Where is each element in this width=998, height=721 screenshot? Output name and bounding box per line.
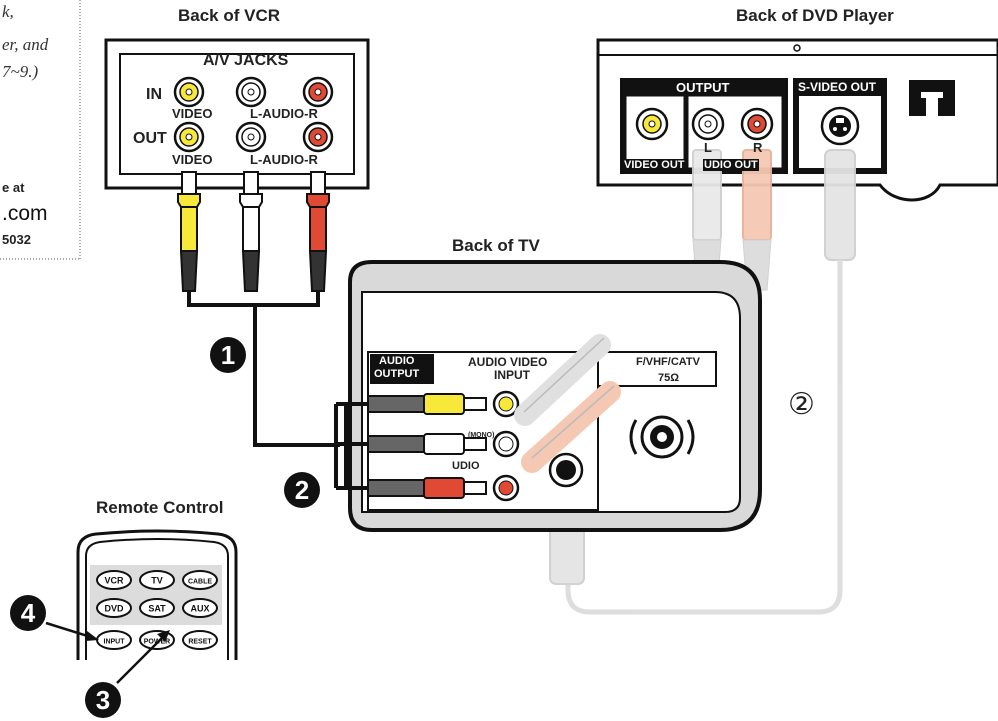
vcr-video-out-label: VIDEO (172, 152, 213, 167)
vcr-red-plug (306, 171, 330, 292)
tv-audio-label: UDIO (452, 460, 480, 472)
remote-cable-button[interactable]: CABLE (182, 570, 218, 590)
sidebar-online-prefix: e at (2, 180, 25, 195)
tv-audio-r-in-jack[interactable] (492, 474, 520, 502)
step-1-badge: 1 (210, 337, 246, 373)
vcr-audio-r-out-jack[interactable] (302, 121, 334, 153)
tv-rf-label-2: 75Ω (658, 372, 680, 384)
dvd-svideo-out-label: S-VIDEO OUT (798, 80, 877, 94)
remote-button-label: INPUT (104, 639, 126, 646)
dvd-svideo-jack[interactable] (820, 106, 860, 146)
dvd-back-panel (596, 38, 998, 202)
remote-button-label: AUX (190, 604, 209, 614)
dvd-left-label: L (704, 140, 712, 155)
remote-button-label: DVD (104, 604, 124, 614)
tv-mono-label: (MONO) (468, 432, 495, 439)
step-4-number: 4 (21, 598, 36, 628)
vcr-white-plug (239, 171, 263, 292)
vcr-video-in-label: VIDEO (172, 106, 213, 121)
tv-yellow-plug (367, 393, 487, 415)
vcr-yellow-plug (177, 171, 201, 292)
vcr-audio-out-label: L-AUDIO-R (250, 152, 318, 167)
dvd-video-out-label: VIDEO OUT (623, 159, 686, 171)
step-4-badge: 4 (10, 595, 46, 631)
step-2-number: 2 (295, 475, 309, 505)
tv-rf-label-1: F/VHF/CATV (636, 356, 700, 368)
heading-vcr: Back of VCR (178, 6, 281, 25)
dvd-output-label: OUTPUT (676, 80, 730, 95)
tv-audio-l-in-jack[interactable] (492, 430, 520, 458)
remote-button-grid: VCR TV CABLE DVD SAT AUX INPUT POWER RESET (96, 570, 218, 650)
dvd-audio-out-label: UDIO OUT (703, 159, 759, 171)
heading-dvd: Back of DVD Player (736, 6, 894, 25)
remote-tv-button[interactable]: TV (139, 570, 175, 590)
step-option-2-symbol: ② (788, 388, 815, 421)
step-1-number: 1 (221, 340, 235, 370)
tv-av-input-label-2: INPUT (494, 368, 530, 382)
remote-aux-button[interactable]: AUX (182, 598, 218, 618)
tv-svideo-in-jack[interactable] (548, 452, 584, 488)
vcr-video-in-jack[interactable] (173, 76, 205, 108)
tv-audio-output-label-1: AUDIO (379, 355, 415, 367)
step-arrows (45, 621, 170, 684)
tv-audio-output-label-2: OUTPUT (374, 368, 420, 380)
vcr-cable-plugs (177, 171, 340, 447)
tv-rf-antenna-jack[interactable] (629, 415, 695, 459)
remote-button-label: SAT (148, 604, 166, 614)
tv-white-plug (367, 433, 487, 455)
vcr-audio-r-in-jack[interactable] (302, 76, 334, 108)
vcr-audio-l-in-jack[interactable] (235, 76, 267, 108)
vcr-audio-l-out-jack[interactable] (235, 121, 267, 153)
remote-button-label: CABLE (188, 579, 212, 586)
remote-vcr-button[interactable]: VCR (96, 570, 132, 590)
sidebar-text-line-3: 7~9.) (2, 62, 39, 81)
step-3-badge: 3 (85, 682, 121, 718)
tv-video-in-jack[interactable] (492, 390, 520, 418)
remote-reset-button[interactable]: RESET (182, 630, 218, 650)
step-2-badge: 2 (284, 472, 320, 508)
dvd-audio-l-jack[interactable] (691, 107, 725, 141)
remote-input-button[interactable]: INPUT (96, 630, 132, 650)
dvd-audio-r-jack[interactable] (740, 107, 774, 141)
remote-dvd-button[interactable]: DVD (96, 598, 132, 618)
remote-power-button[interactable]: POWER (139, 630, 175, 650)
vcr-back-panel (104, 38, 370, 190)
remote-button-label: VCR (104, 576, 124, 586)
step-badges: 1 2 3 4 (10, 337, 320, 718)
vcr-out-label: OUT (133, 130, 167, 147)
sidebar-text-line-2: er, and (2, 35, 49, 54)
heading-tv: Back of TV (452, 236, 540, 255)
remote-sat-button[interactable]: SAT (139, 598, 175, 618)
vcr-av-jacks-title: A/V JACKS (203, 52, 289, 69)
dvd-video-out-jack[interactable] (635, 107, 669, 141)
sidebar-url[interactable]: .com (2, 202, 48, 225)
vcr-video-out-jack[interactable] (173, 121, 205, 153)
remote-button-label: RESET (188, 639, 212, 646)
tv-connected-plugs (334, 393, 487, 499)
vcr-audio-in-label: L-AUDIO-R (250, 106, 318, 121)
sidebar-note-box (0, 0, 81, 260)
sidebar-text-line-1: k, (2, 2, 14, 21)
tv-faded-dvd-plugs (514, 334, 621, 473)
vcr-in-label: IN (146, 86, 162, 103)
remote-button-label: TV (151, 576, 163, 586)
step-3-number: 3 (96, 685, 110, 715)
sidebar-phone: 5032 (2, 232, 31, 247)
tv-red-plug (367, 477, 487, 499)
tv-av-input-label-1: AUDIO VIDEO (468, 355, 548, 369)
heading-remote: Remote Control (96, 498, 224, 517)
dvd-right-label: R (753, 140, 763, 155)
